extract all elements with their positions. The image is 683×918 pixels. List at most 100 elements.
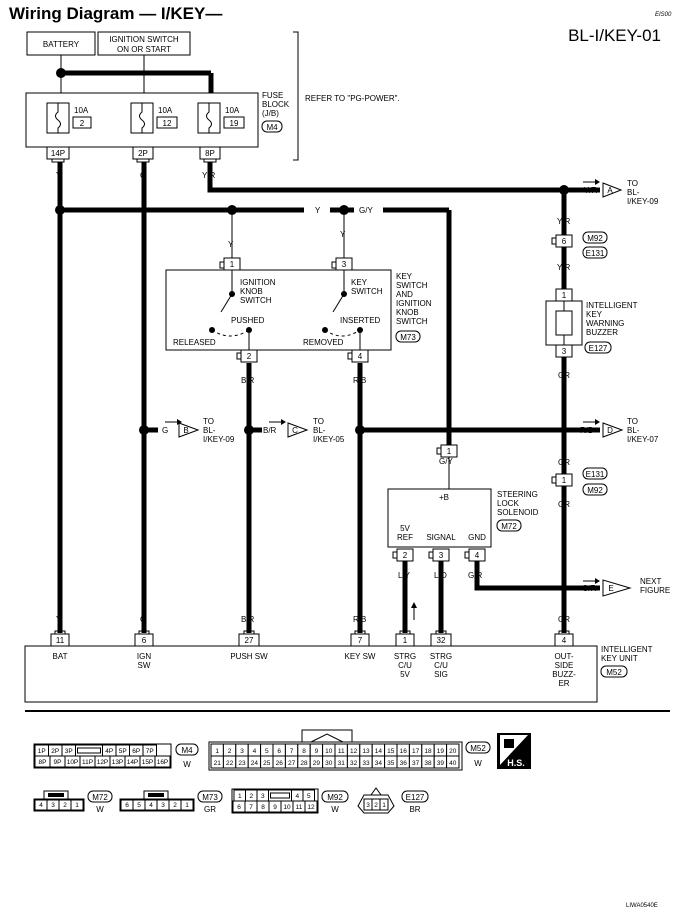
joint-1-conn-2-badge <box>582 246 608 259</box>
joint-1-conn-2: E131 <box>586 249 605 258</box>
buzzer-name-1: INTELLIGENT <box>586 301 638 310</box>
ignition-label-2: ON OR START <box>117 45 171 54</box>
connector-pin-label: 5 <box>307 793 311 800</box>
svg-text:BL-: BL- <box>627 188 640 197</box>
fuse-pin-8p: 8P <box>199 146 221 163</box>
joint-1-conn-1: M92 <box>587 234 603 243</box>
svg-text:B: B <box>183 426 188 435</box>
br-label-2: B/R <box>241 615 255 624</box>
ks-conn-badge <box>395 330 421 343</box>
wire-yr-label-1: Y/R <box>202 171 216 180</box>
svg-text:I/KEY-09: I/KEY-09 <box>203 435 235 444</box>
arrow-c: C B/R TO BL- I/KEY-05 <box>263 417 345 444</box>
fuse-pin-2p: 2P <box>132 146 154 163</box>
svg-text:14P: 14P <box>51 149 65 158</box>
fuse-1-num: 2 <box>80 119 85 128</box>
svg-text:6: 6 <box>562 237 567 246</box>
svg-text:4: 4 <box>475 551 480 560</box>
connector-pin-label: 11 <box>338 748 345 755</box>
sol-pin-4: 4 <box>464 548 486 562</box>
connector-pin-cell <box>304 800 318 813</box>
pin1-wire-label: Y <box>228 240 234 249</box>
yr-label-3: Y/R <box>557 263 571 272</box>
refer-pg-power: REFER TO "PG-POWER". <box>305 94 400 103</box>
svg-text:BL-: BL- <box>627 426 640 435</box>
connector-pin-label: 4P <box>105 748 113 755</box>
refer-bracket <box>293 31 299 161</box>
connector-pin-label: 11P <box>82 759 93 766</box>
page-title: Wiring Diagram — I/KEY— <box>9 4 223 23</box>
joint-2-conn-2: M92 <box>587 486 603 495</box>
arrow-a: A Y/R TO BL- I/KEY-09 <box>583 179 659 206</box>
connector-pin-label: 2P <box>51 748 59 755</box>
svg-text:2: 2 <box>247 352 252 361</box>
joint-2-conn-1-badge <box>582 467 608 480</box>
svg-text:BAT: BAT <box>53 652 68 661</box>
key-switch-arc <box>324 329 361 337</box>
svg-text:KEY SW: KEY SW <box>345 652 376 661</box>
ks-name-4: IGNITION <box>396 299 432 308</box>
svg-text:I/KEY-07: I/KEY-07 <box>627 435 659 444</box>
released-label: RELEASED <box>173 338 216 347</box>
arrow-d: D R/B TO BL- I/KEY-07 <box>580 417 659 444</box>
svg-text:Y/R: Y/R <box>584 186 598 195</box>
connector-pin-label: 7P <box>146 748 154 755</box>
connector-pin-label: 6P <box>132 748 140 755</box>
hs-badge: H.S. <box>497 733 531 769</box>
sol-pin-2: 2 <box>392 548 414 562</box>
connector-pin-label: 1 <box>382 802 386 809</box>
connector-pin-label: 13 <box>362 748 370 755</box>
rb-label-2: R/B <box>353 615 366 624</box>
svg-text:5V: 5V <box>400 670 410 679</box>
connector-pin-label: 5 <box>265 748 269 755</box>
y-bus-label: Y <box>315 206 321 215</box>
sol-lbl-gnd: GND <box>468 533 486 542</box>
connector-pin-label: 3 <box>240 748 244 755</box>
svg-text:STRG: STRG <box>394 652 416 661</box>
svg-text:3: 3 <box>439 551 444 560</box>
pin3-wire-label: Y <box>340 230 346 239</box>
svg-text:M72: M72 <box>92 793 108 802</box>
fuse-1: 10A 2 <box>46 102 92 134</box>
g-splice <box>139 425 149 435</box>
joint-1-pin: 6 <box>551 234 573 248</box>
removed-label: REMOVED <box>303 338 344 347</box>
fuse-block-label-2: BLOCK <box>262 100 290 109</box>
connector-pin-label: 16P <box>157 759 169 766</box>
diagram-code: BL-I/KEY-01 <box>568 26 661 45</box>
fuse-2-amp: 10A <box>158 106 173 115</box>
connector-pin-label: 19 <box>437 748 445 755</box>
connector-pin-cell <box>379 798 389 811</box>
fuse-3: 10A 19 <box>197 102 245 134</box>
ks-name-2: SWITCH <box>396 281 428 290</box>
sol-conn-badge <box>496 519 522 532</box>
svg-text:W: W <box>183 760 191 769</box>
fuse-block-conn-badge <box>261 120 283 133</box>
wire-g-label-1: G <box>140 171 146 180</box>
connector-pin-label: 17 <box>412 748 420 755</box>
ks-conn: M73 <box>400 333 416 342</box>
connector-pin-label: 2 <box>374 802 378 809</box>
svg-text:PUSH SW: PUSH SW <box>230 652 268 661</box>
connector-pin-label: 4 <box>149 802 153 809</box>
svg-text:TO: TO <box>203 417 214 426</box>
svg-text:NEXT: NEXT <box>640 577 661 586</box>
svg-text:TO: TO <box>627 179 638 188</box>
svg-text:1: 1 <box>562 291 567 300</box>
svg-text:M73: M73 <box>202 793 218 802</box>
svg-text:3: 3 <box>342 260 347 269</box>
gr-label-4: GR <box>558 615 570 624</box>
connector-pin-label: 8 <box>261 804 265 811</box>
svg-text:TO: TO <box>627 417 638 426</box>
connector-pin-label: 29 <box>313 760 321 767</box>
ks-name-6: SWITCH <box>396 317 428 326</box>
connector-pin-label: 3 <box>366 802 370 809</box>
knob-label-1: IGNITION <box>240 278 276 287</box>
svg-text:I/KEY-05: I/KEY-05 <box>313 435 345 444</box>
connector-pin-label: 2 <box>228 748 232 755</box>
svg-text:A: A <box>607 186 613 195</box>
svg-text:1: 1 <box>562 476 567 485</box>
svg-text:BUZZ-: BUZZ- <box>552 670 576 679</box>
buzzer: 1 3 <box>545 288 583 358</box>
